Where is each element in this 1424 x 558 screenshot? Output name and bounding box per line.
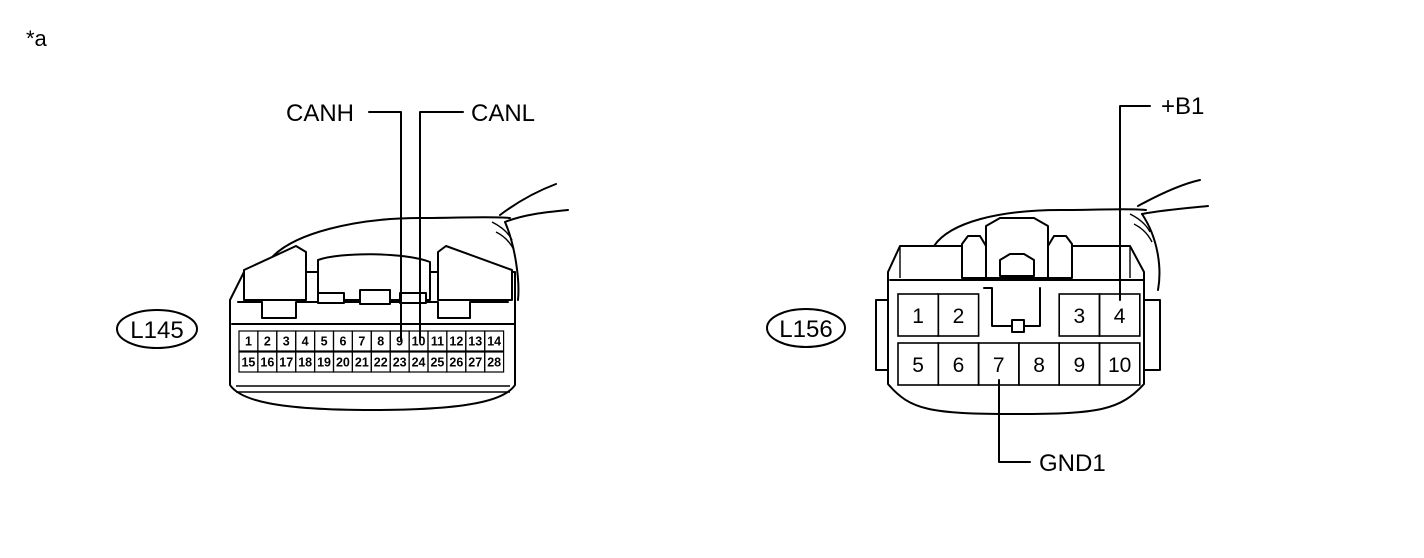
callout-b1: +B1 [1161, 93, 1204, 120]
pin-number: 4 [1114, 305, 1126, 328]
pin-number: 4 [302, 335, 309, 349]
callout-canl: CANL [471, 100, 535, 127]
pin-number: 1 [912, 305, 924, 328]
pin-number: 26 [449, 356, 463, 370]
pin-number: 5 [321, 335, 328, 349]
connector-l156: 1 2 3 4 5 6 7 8 9 10 L156 +B1 GND1 [766, 93, 1209, 477]
pin-number: 15 [241, 356, 255, 370]
pin-number: 17 [279, 356, 293, 370]
pin-number: 19 [317, 356, 331, 370]
pin-number: 14 [487, 335, 501, 349]
pin-cell [484, 330, 505, 352]
pin-number: 6 [953, 354, 965, 377]
pin-number: 2 [264, 335, 271, 349]
pin-number: 8 [1033, 354, 1045, 377]
pin-number: 1 [245, 335, 252, 349]
wire-harness [933, 179, 1209, 291]
pin-number: 25 [430, 356, 444, 370]
pin-number: 28 [487, 356, 501, 370]
pin-number: 8 [377, 335, 384, 349]
pin-number: 21 [355, 356, 369, 370]
pin-number: 9 [1074, 354, 1086, 377]
connector-body [229, 271, 516, 411]
gnd1-leader-line [998, 379, 1031, 463]
pin-number: 3 [283, 335, 290, 349]
pin-number: 24 [412, 356, 426, 370]
pin-number: 5 [912, 354, 924, 377]
pin-number: 10 [412, 335, 426, 349]
callout-canh: CANH [286, 100, 354, 127]
pin-number: 9 [396, 335, 403, 349]
canl-leader-line [419, 111, 464, 341]
wire-harness [267, 183, 569, 301]
pin-number: 2 [953, 305, 965, 328]
pin-number: 27 [468, 356, 482, 370]
figure-marker: *a [26, 26, 48, 51]
pin-number: 18 [298, 356, 312, 370]
pin-number: 10 [1108, 354, 1131, 377]
pin-number: 20 [336, 356, 350, 370]
connector-label: L156 [779, 316, 832, 343]
callout-gnd1: GND1 [1039, 450, 1106, 477]
pin-number: 7 [358, 335, 365, 349]
connector-label-oval [766, 308, 846, 348]
pin-number: 23 [393, 356, 407, 370]
b1-leader-line [1119, 105, 1151, 301]
connector-label: L145 [130, 317, 183, 344]
pin-number: 6 [339, 335, 346, 349]
pin-number: 22 [374, 356, 388, 370]
pin-cell [937, 293, 980, 337]
pin-cell [1098, 342, 1141, 386]
pin-number: 12 [449, 335, 463, 349]
pin-number: 16 [260, 356, 274, 370]
pin-cell [484, 351, 505, 373]
pin-number: 13 [468, 335, 482, 349]
pin-number: 3 [1074, 305, 1086, 328]
pin-number: 7 [993, 354, 1005, 377]
connector-label-oval [116, 309, 198, 349]
pin-number: 11 [431, 335, 444, 349]
canh-leader-line [368, 111, 402, 341]
